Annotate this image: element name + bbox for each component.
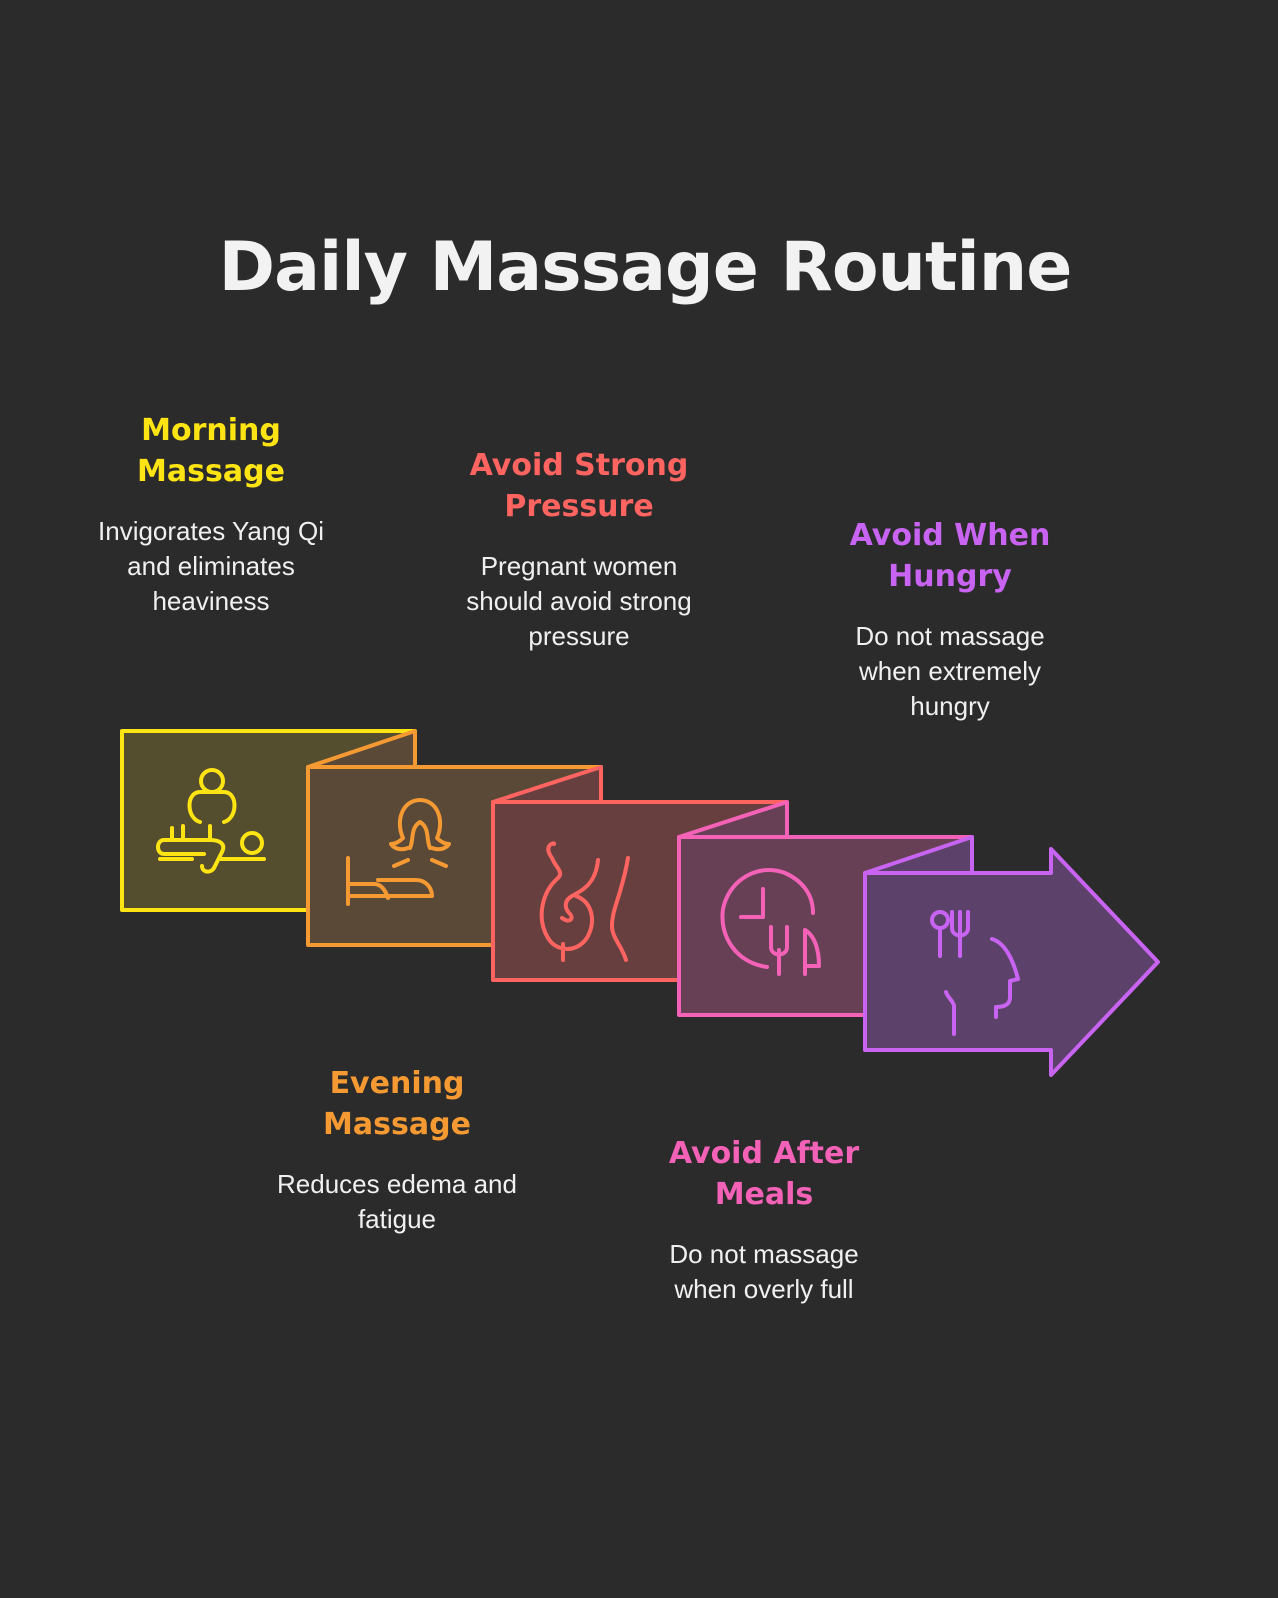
pregnancy-icon	[539, 841, 630, 962]
meal-time-icon	[720, 868, 821, 976]
woman-lying-icon	[346, 798, 451, 906]
hunger-icon	[930, 910, 1020, 1036]
step-description: Do not massage when extremely hungry	[855, 621, 1045, 721]
massage-icon	[156, 768, 266, 874]
step-description: Invigorates Yang Qi and eliminates heavi…	[98, 516, 324, 616]
panel-avoid-when-hungry	[863, 835, 1160, 1077]
step-description: Do not massage when overly full	[669, 1239, 859, 1304]
step-description: Reduces edema and fatigue	[277, 1169, 517, 1234]
step-description: Pregnant women should avoid strong press…	[466, 551, 692, 651]
page-title: Daily Massage Routine	[218, 228, 1073, 307]
